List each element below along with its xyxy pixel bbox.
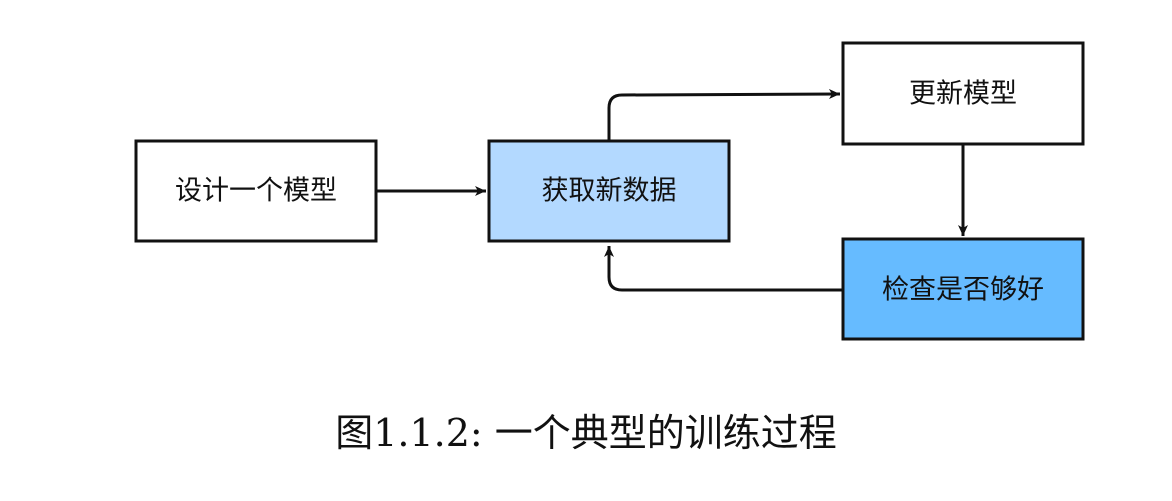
node-design-model-label: 设计一个模型: [175, 176, 337, 207]
figure-caption: 图1.1.2: 一个典型的训练过程: [335, 411, 837, 455]
edge-fetch-to-update: [607, 89, 841, 141]
node-check-good-enough-label: 检查是否够好: [882, 275, 1044, 306]
node-fetch-data-label: 获取新数据: [542, 176, 677, 207]
node-update-model: 更新模型: [841, 41, 1085, 146]
node-fetch-data: 获取新数据: [487, 139, 731, 243]
node-check-good-enough: 检查是否够好: [841, 237, 1085, 341]
node-design-model: 设计一个模型: [134, 139, 378, 243]
edge-check-to-fetch: [604, 246, 843, 292]
node-update-model-label: 更新模型: [909, 79, 1017, 110]
